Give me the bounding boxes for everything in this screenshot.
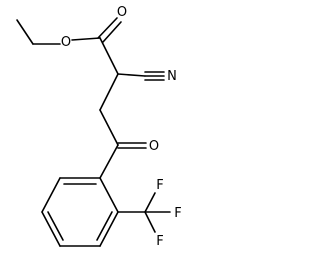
atom-label-ester-ether-o: O xyxy=(61,35,71,50)
bond-ch2-ketone-c xyxy=(99,109,119,146)
ring-bond-4 xyxy=(41,211,61,247)
bond-carbonyl-double-b xyxy=(102,21,122,43)
atom-label-fluorine-right: F xyxy=(174,206,181,221)
bond-ethyl-ch3-ch2 xyxy=(16,19,34,45)
bond-cf3-f-bottom xyxy=(144,211,156,233)
atom-label-ester-carbonyl-o: O xyxy=(117,5,127,20)
ring-inner-double-3 xyxy=(47,211,64,241)
ring-bond-2 xyxy=(99,211,119,247)
atom-label-fluorine-bottom: F xyxy=(156,234,163,249)
chemical-structure-diagram: O O N O F F F xyxy=(16,5,182,249)
bond-ketone-ring xyxy=(99,144,119,179)
bond-cf3-f-top xyxy=(144,192,156,213)
atom-label-fluorine-top: F xyxy=(156,178,163,193)
bond-o-carbonyl-c xyxy=(71,37,101,41)
ring-bond-1 xyxy=(99,177,119,213)
atom-label-ketone-o: O xyxy=(149,139,159,154)
ring-inner-double-2 xyxy=(96,211,113,241)
bond-alpha-nitrile-c xyxy=(117,73,146,77)
bond-alpha-ch2 xyxy=(99,73,119,111)
ring-bond-5 xyxy=(41,177,61,213)
atom-label-nitrile-n: N xyxy=(167,69,177,84)
bond-carbonyl-c-alpha xyxy=(99,37,119,75)
bond-carbonyl-double-a xyxy=(97,17,118,39)
